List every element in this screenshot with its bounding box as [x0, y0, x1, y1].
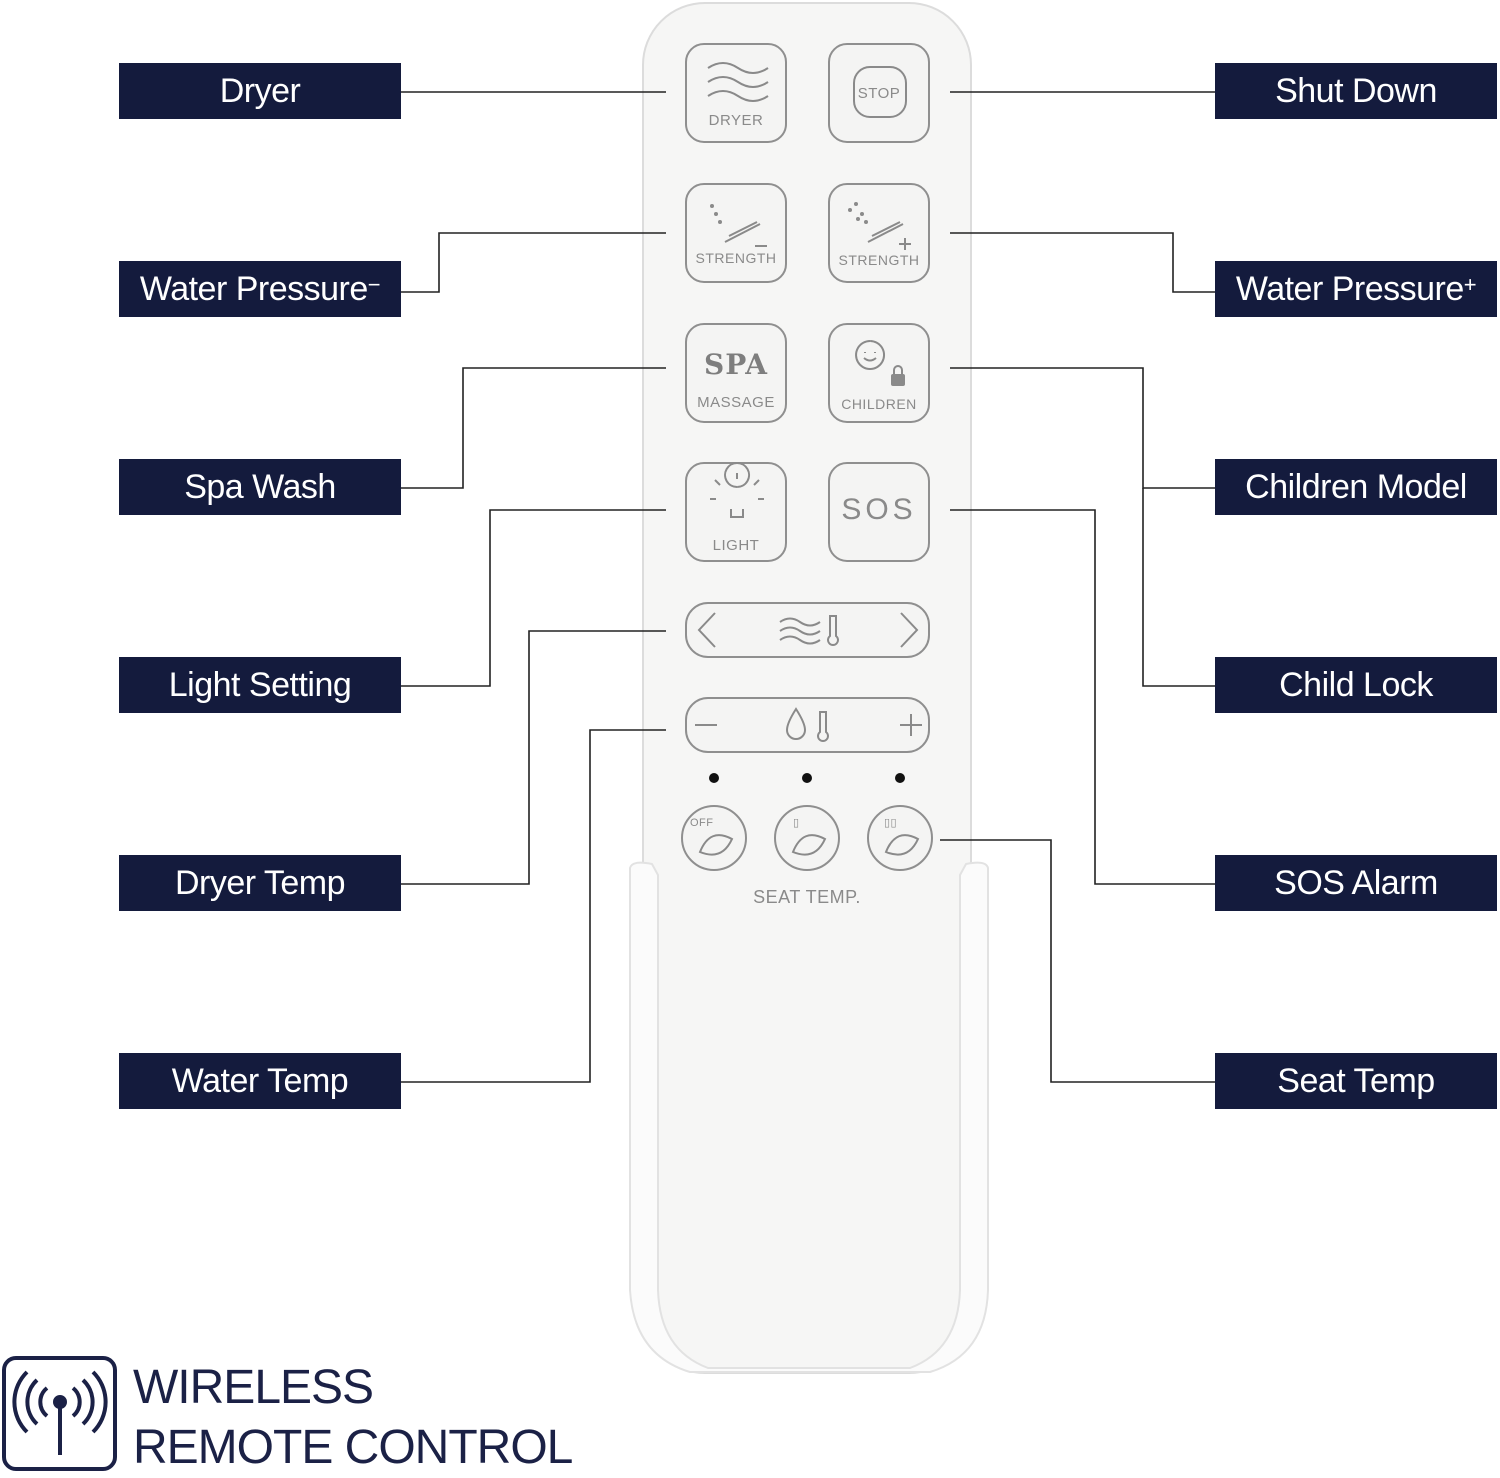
seat-off-icon: [698, 834, 734, 856]
water-temp-rocker[interactable]: [685, 697, 930, 753]
brand-title: WIRELESS REMOTE CONTROL: [133, 1358, 573, 1478]
leader-light-setting: [401, 509, 666, 687]
label-seat-temp: Seat Temp: [1277, 1061, 1435, 1100]
antenna-signal-icon: [2, 1356, 117, 1471]
seat-temp-text: SEAT TEMP.: [753, 887, 861, 907]
spray-dot: [864, 220, 868, 224]
indicator-led: [802, 773, 812, 783]
dryer-wave-icon: [707, 62, 769, 102]
stop-button-text: STOP: [857, 85, 901, 102]
strength-plus-text: STRENGTH: [838, 252, 920, 268]
spray-dot: [860, 212, 864, 216]
label-water-pressure-plus: Water Pressure+: [1235, 269, 1477, 308]
dryer-button-text: DRYER: [708, 112, 764, 129]
label-box: [119, 855, 401, 911]
spray-dot: [856, 217, 860, 221]
brand-line-1: WIRELESS: [133, 1361, 374, 1414]
massage-text: MASSAGE: [697, 394, 775, 411]
brand-line-2: REMOTE CONTROL: [133, 1421, 573, 1474]
spa-massage-button[interactable]: [685, 323, 787, 423]
label-box: [1215, 261, 1497, 317]
remote-holder: [629, 861, 989, 1373]
water-drop-temp-icon: [785, 707, 829, 742]
spray-dot: [714, 212, 718, 216]
seat-level-1-button[interactable]: [774, 805, 840, 871]
children-button[interactable]: [828, 323, 930, 423]
air-temp-icon: [779, 615, 839, 646]
leader-dryer-temp: [401, 630, 666, 885]
label-box: [1215, 1053, 1497, 1109]
dryer-button[interactable]: [685, 43, 787, 143]
stop-icon: [853, 66, 907, 118]
label-sos-alarm: SOS Alarm: [1274, 863, 1438, 902]
label-child-lock: Child Lock: [1279, 665, 1433, 704]
label-water-pressure-minus: Water Pressure−: [139, 269, 381, 308]
spray-dot: [710, 204, 714, 208]
sos-text: SOS: [841, 493, 917, 526]
light-bulb-icon: [710, 462, 764, 518]
strength-plus-nozzle-icon: [867, 221, 911, 250]
label-shut-down: Shut Down: [1275, 71, 1437, 110]
spa-logo: SPA: [704, 348, 768, 381]
spray-dot: [854, 202, 858, 206]
seat-level-2-button[interactable]: [867, 805, 933, 871]
label-light-setting: Light Setting: [168, 665, 352, 704]
label-water-temp: Water Temp: [171, 1061, 349, 1100]
seat-level-1-icon: [791, 834, 827, 856]
leader-lines: [401, 91, 1215, 1083]
padlock-shackle: [893, 365, 903, 374]
label-box: [119, 657, 401, 713]
label-dryer-temp: Dryer Temp: [174, 863, 346, 902]
label-box: [119, 459, 401, 515]
spray-dot: [718, 220, 722, 224]
label-box: [1215, 855, 1497, 911]
sos-button[interactable]: [828, 462, 930, 562]
label-box: [119, 261, 401, 317]
label-box: [1215, 657, 1497, 713]
label-box: [1215, 63, 1497, 119]
leader-seat-temp: [940, 839, 1215, 1083]
strength-minus-text: STRENGTH: [695, 250, 777, 266]
stop-button[interactable]: [828, 43, 930, 143]
plus-icon: [900, 714, 922, 736]
label-box: [119, 63, 401, 119]
seat-off-text: OFF: [690, 817, 714, 829]
label-spa-wash: Spa Wash: [184, 467, 336, 506]
seat-level-1-text: ▯: [793, 817, 800, 829]
padlock-icon: [891, 374, 905, 386]
indicator-led: [709, 773, 719, 783]
leader-sos-alarm: [950, 509, 1215, 885]
label-box: [1215, 459, 1497, 515]
light-text: LIGHT: [712, 537, 760, 554]
label-box: [119, 1053, 401, 1109]
seat-off-button[interactable]: [681, 805, 747, 871]
indicator-led: [895, 773, 905, 783]
leader-child-lock: [1142, 488, 1215, 687]
strength-minus-nozzle-icon: [724, 221, 767, 247]
chevron-left-icon: [697, 612, 716, 648]
label-children-model: Children Model: [1245, 467, 1467, 506]
dryer-temp-rocker[interactable]: [685, 602, 930, 658]
leader-water-pressure-plus: [950, 232, 1215, 293]
leader-water-temp: [401, 729, 666, 1083]
leader-spa-wash: [401, 367, 666, 489]
seat-level-2-icon: [884, 834, 920, 856]
children-face-icon: [855, 340, 886, 370]
label-dryer: Dryer: [219, 71, 301, 110]
leader-water-pressure-minus: [401, 232, 666, 293]
leader-children-model: [950, 367, 1215, 489]
children-text: CHILDREN: [841, 396, 917, 412]
seat-level-2-text: ▯▯: [884, 817, 898, 829]
chevron-right-icon: [900, 612, 919, 648]
spray-dot: [848, 208, 852, 212]
